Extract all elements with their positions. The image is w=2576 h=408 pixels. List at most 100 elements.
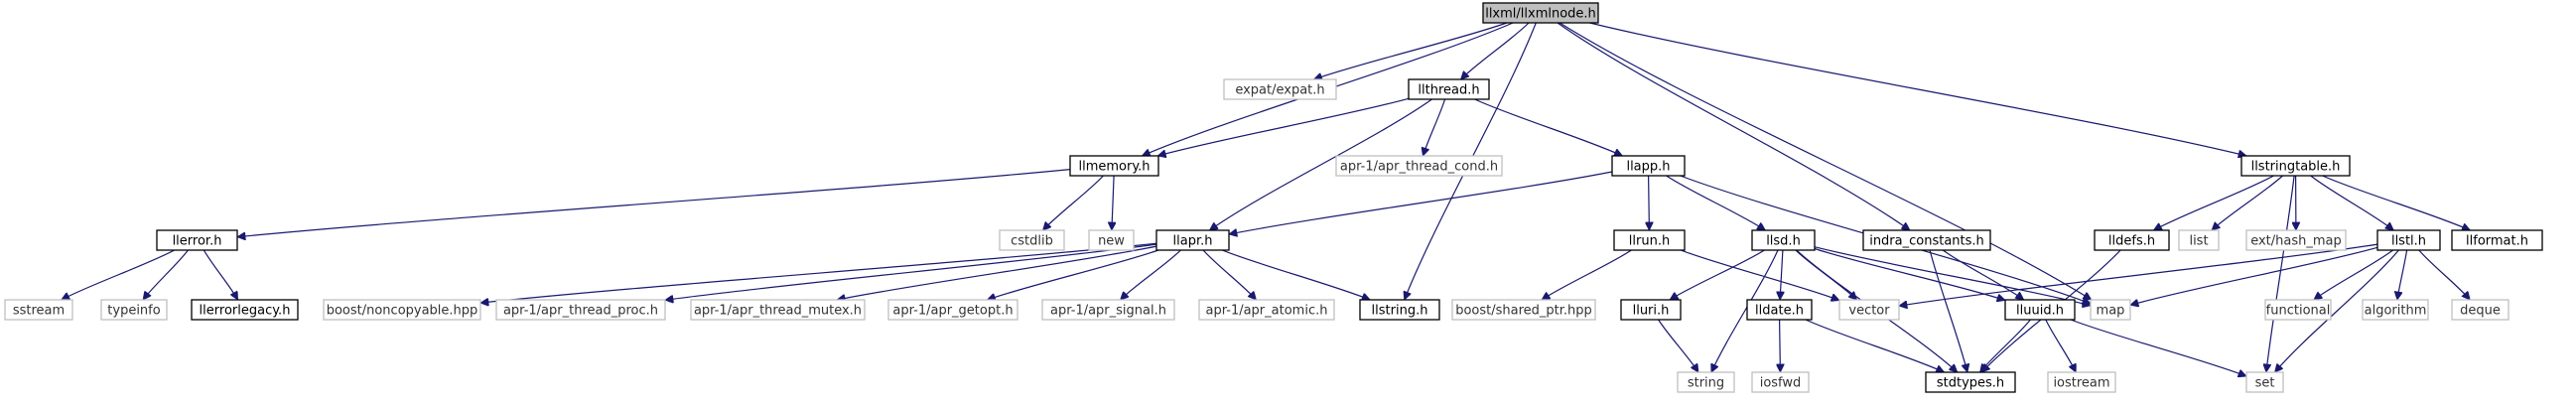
node-box <box>1925 371 2016 393</box>
node-box <box>1611 155 1686 177</box>
node-set: set <box>2245 371 2284 393</box>
node-label: llformat.h <box>2466 234 2528 249</box>
node-llthread[interactable]: llthread.h <box>1408 78 1490 100</box>
edge-llmemory-to-llerror <box>237 169 1071 237</box>
node-lldefs[interactable]: lldefs.h <box>2094 229 2170 251</box>
node-box <box>1751 229 1816 251</box>
edge-llmemory-to-new <box>1112 175 1114 230</box>
edge-llsd-to-lldate <box>1780 249 1783 300</box>
node-box <box>2451 229 2543 251</box>
node-label: llrun.h <box>1629 234 1670 249</box>
node-llxmlnode[interactable]: llxml/llxmlnode.h <box>1482 2 1599 24</box>
node-label: llstring.h <box>1372 304 1428 319</box>
node-stdtypes[interactable]: stdtypes.h <box>1925 371 2016 393</box>
node-label: apr-1/apr_signal.h <box>1050 304 1166 319</box>
node-box <box>1223 78 1337 100</box>
node-lluuid[interactable]: lluuid.h <box>2004 299 2076 321</box>
edge-indra-to-lluuid <box>1942 249 2023 300</box>
node-sstream: sstream <box>4 299 73 321</box>
node-noncopyable: boost/noncopyable.hpp <box>323 299 481 321</box>
node-label: llmemory.h <box>1078 160 1150 175</box>
node-box <box>2240 155 2351 177</box>
node-llstringtable[interactable]: llstringtable.h <box>2240 155 2351 177</box>
node-llapr[interactable]: llapr.h <box>1155 229 1230 251</box>
node-llsd[interactable]: llsd.h <box>1751 229 1816 251</box>
node-label: cstdlib <box>1011 234 1053 249</box>
node-label: iosfwd <box>1760 376 1802 391</box>
node-label: llsd.h <box>1766 234 1801 249</box>
node-functional: functional <box>2264 299 2332 321</box>
node-box <box>1155 229 1230 251</box>
edge-llapp-to-llrun <box>1649 175 1650 230</box>
node-llerror[interactable]: llerror.h <box>156 229 238 251</box>
node-llrun[interactable]: llrun.h <box>1613 229 1686 251</box>
edge-llapp-to-llsd <box>1666 175 1766 231</box>
edge-llapr-to-llstring <box>1222 249 1370 300</box>
node-label: deque <box>2460 304 2501 319</box>
edge-indra-to-stdtypes <box>1929 249 1967 372</box>
edge-lluuid-to-stdtypes <box>1980 319 2031 372</box>
edge-llapr-to-aprproc <box>665 243 1157 300</box>
node-box <box>1613 229 1686 251</box>
node-label: llerrorlegacy.h <box>200 304 291 319</box>
edge-lluuid-to-set <box>2070 319 2246 376</box>
node-box <box>1677 371 1735 393</box>
edge-llxmlnode-to-map <box>1559 22 2092 301</box>
node-iosfwd: iosfwd <box>1751 371 1810 393</box>
node-label: map <box>2097 304 2125 319</box>
node-box <box>1862 229 1991 251</box>
node-box <box>2178 229 2220 251</box>
edge-llapr-to-apratomic <box>1202 249 1256 300</box>
edge-llerror-to-typeinfo <box>143 249 189 300</box>
node-box <box>495 299 666 321</box>
node-box <box>1198 299 1335 321</box>
edge-llsd-to-string <box>1711 249 1779 372</box>
edge-llthread-to-llapp <box>1474 98 1623 156</box>
node-box <box>4 299 73 321</box>
node-llstl[interactable]: llstl.h <box>2376 229 2441 251</box>
edge-llthread-to-llapr <box>1210 98 1432 230</box>
node-llapp[interactable]: llapp.h <box>1611 155 1686 177</box>
node-label: boost/shared_ptr.hpp <box>1455 304 1592 319</box>
edge-llstringtable-to-llstl <box>2310 175 2394 230</box>
node-label: stdtypes.h <box>1937 376 2004 391</box>
node-lldate[interactable]: lldate.h <box>1746 299 1813 321</box>
node-typeinfo: typeinfo <box>100 299 168 321</box>
edge-llstl-to-algorithm <box>2397 249 2408 300</box>
node-deque: deque <box>2451 299 2509 321</box>
node-label: expat/expat.h <box>1235 83 1324 98</box>
node-lluri[interactable]: lluri.h <box>1620 299 1682 321</box>
edge-llapp-to-llapr <box>1229 171 1613 234</box>
edge-llxmlnode-to-llthread <box>1461 22 1530 79</box>
edge-llsd-to-lluuid <box>1814 247 2005 301</box>
node-llerrorlegacy[interactable]: llerrorlegacy.h <box>191 299 299 321</box>
node-box <box>1620 299 1682 321</box>
node-box <box>323 299 481 321</box>
edge-llrun-to-vector <box>1680 249 1839 301</box>
node-exthashmap: ext/hash_map <box>2245 229 2347 251</box>
node-list: list <box>2178 229 2220 251</box>
node-vector: vector <box>1838 299 1900 321</box>
node-box <box>2047 371 2116 393</box>
edge-llapr-to-aprmutex <box>837 245 1157 300</box>
node-box <box>1751 371 1810 393</box>
node-label: llthread.h <box>1418 83 1479 98</box>
node-box <box>191 299 299 321</box>
node-box <box>1482 2 1599 24</box>
edge-llapr-to-noncopyable <box>480 242 1157 303</box>
node-box <box>1838 299 1900 321</box>
node-expat: expat/expat.h <box>1223 78 1337 100</box>
node-llmemory[interactable]: llmemory.h <box>1069 155 1159 177</box>
node-label: typeinfo <box>107 304 160 319</box>
node-indra[interactable]: indra_constants.h <box>1862 229 1991 251</box>
node-box <box>2362 299 2429 321</box>
node-box <box>1408 78 1490 100</box>
edge-llmemory-to-cstdlib <box>1043 175 1104 230</box>
node-llformat[interactable]: llformat.h <box>2451 229 2543 251</box>
node-box <box>2376 229 2441 251</box>
node-map: map <box>2090 299 2131 321</box>
node-llstring[interactable]: llstring.h <box>1359 299 1440 321</box>
node-label: iostream <box>2053 376 2109 391</box>
edge-llstl-to-deque <box>2418 249 2470 300</box>
node-label: llstl.h <box>2391 234 2426 249</box>
